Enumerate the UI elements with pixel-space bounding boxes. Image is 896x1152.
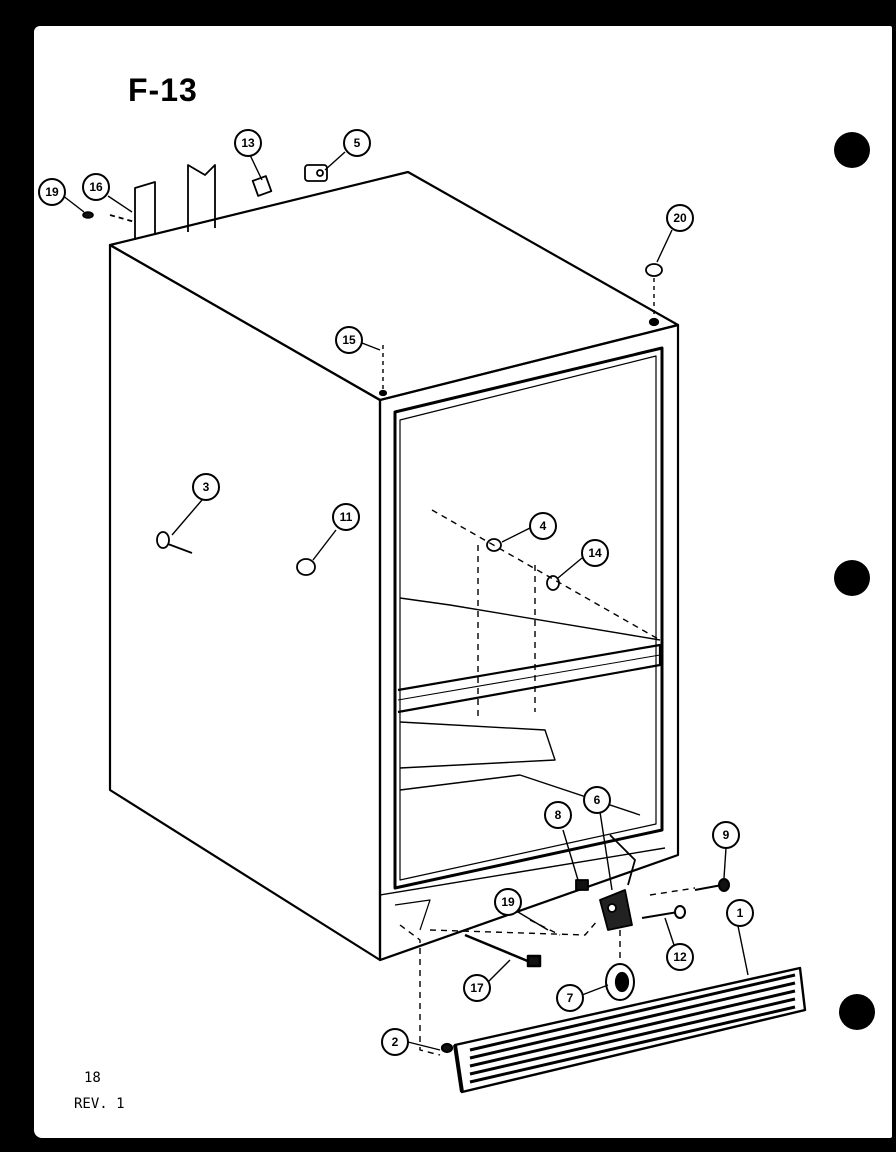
cabinet-body xyxy=(108,170,680,962)
binder-holes xyxy=(834,132,875,1030)
callout-12: 12 xyxy=(666,943,694,971)
callout-2: 2 xyxy=(381,1028,409,1056)
rear-bracket xyxy=(109,164,216,240)
plug-11 xyxy=(296,558,316,576)
svg-text:7: 7 xyxy=(567,991,574,1005)
svg-text:11: 11 xyxy=(340,510,353,524)
hinge-assembly xyxy=(575,834,636,931)
svg-text:15: 15 xyxy=(342,333,356,347)
kick-plate-grille xyxy=(440,966,807,1094)
callout-13: 13 xyxy=(234,129,262,157)
screw-9 xyxy=(694,878,730,892)
svg-text:3: 3 xyxy=(203,480,210,494)
callout-4: 4 xyxy=(529,512,557,540)
svg-text:9: 9 xyxy=(723,828,730,842)
svg-text:5: 5 xyxy=(354,136,361,150)
svg-text:13: 13 xyxy=(241,136,255,150)
svg-text:14: 14 xyxy=(588,546,602,560)
svg-text:2: 2 xyxy=(392,1035,399,1049)
callout-14: 14 xyxy=(581,539,609,567)
callout-17: 17 xyxy=(463,974,491,1002)
callout-8: 8 xyxy=(544,801,572,829)
callout-1: 1 xyxy=(726,899,754,927)
binder-hole-bottom xyxy=(839,994,875,1030)
bolt-17 xyxy=(464,933,542,968)
svg-text:17: 17 xyxy=(470,981,484,995)
svg-text:19: 19 xyxy=(45,185,59,199)
callout-5: 5 xyxy=(343,129,371,157)
callout-9: 9 xyxy=(712,821,740,849)
grommet-14 xyxy=(546,575,560,591)
callouts: 13 5 19 16 20 15 3 11 4 14 8 6 9 19 1 12… xyxy=(38,129,754,1056)
screw-15 xyxy=(378,345,388,397)
svg-text:12: 12 xyxy=(673,950,687,964)
binder-hole-middle xyxy=(834,560,870,596)
drawing-sheet xyxy=(34,26,892,1138)
pin-12 xyxy=(641,905,686,919)
svg-text:8: 8 xyxy=(555,808,562,822)
caster-wheel xyxy=(605,963,635,1001)
svg-text:6: 6 xyxy=(594,793,601,807)
clip-5 xyxy=(304,164,328,182)
assembly-lines xyxy=(399,509,696,1056)
svg-text:4: 4 xyxy=(540,519,547,533)
callout-3: 3 xyxy=(192,473,220,501)
callout-16: 16 xyxy=(82,173,110,201)
svg-text:19: 19 xyxy=(501,895,515,909)
screw-19-top xyxy=(82,211,94,219)
callout-19-bottom: 19 xyxy=(494,888,522,916)
svg-text:20: 20 xyxy=(673,211,687,225)
bushing-13 xyxy=(251,175,273,197)
cap-20 xyxy=(645,263,663,327)
callout-11: 11 xyxy=(332,503,360,531)
svg-text:16: 16 xyxy=(89,180,103,194)
plug-3 xyxy=(156,531,193,554)
callout-6: 6 xyxy=(583,786,611,814)
callout-19-top: 19 xyxy=(38,178,66,206)
figure-title: F-13 xyxy=(128,72,198,108)
revision-label: REV. 1 xyxy=(74,1096,125,1112)
leader-lines xyxy=(61,151,749,1051)
callout-7: 7 xyxy=(556,984,584,1012)
callout-15: 15 xyxy=(335,326,363,354)
callout-20: 20 xyxy=(666,204,694,232)
svg-text:1: 1 xyxy=(737,906,744,920)
binder-hole-top xyxy=(834,132,870,168)
page-number: 18 xyxy=(84,1070,101,1086)
